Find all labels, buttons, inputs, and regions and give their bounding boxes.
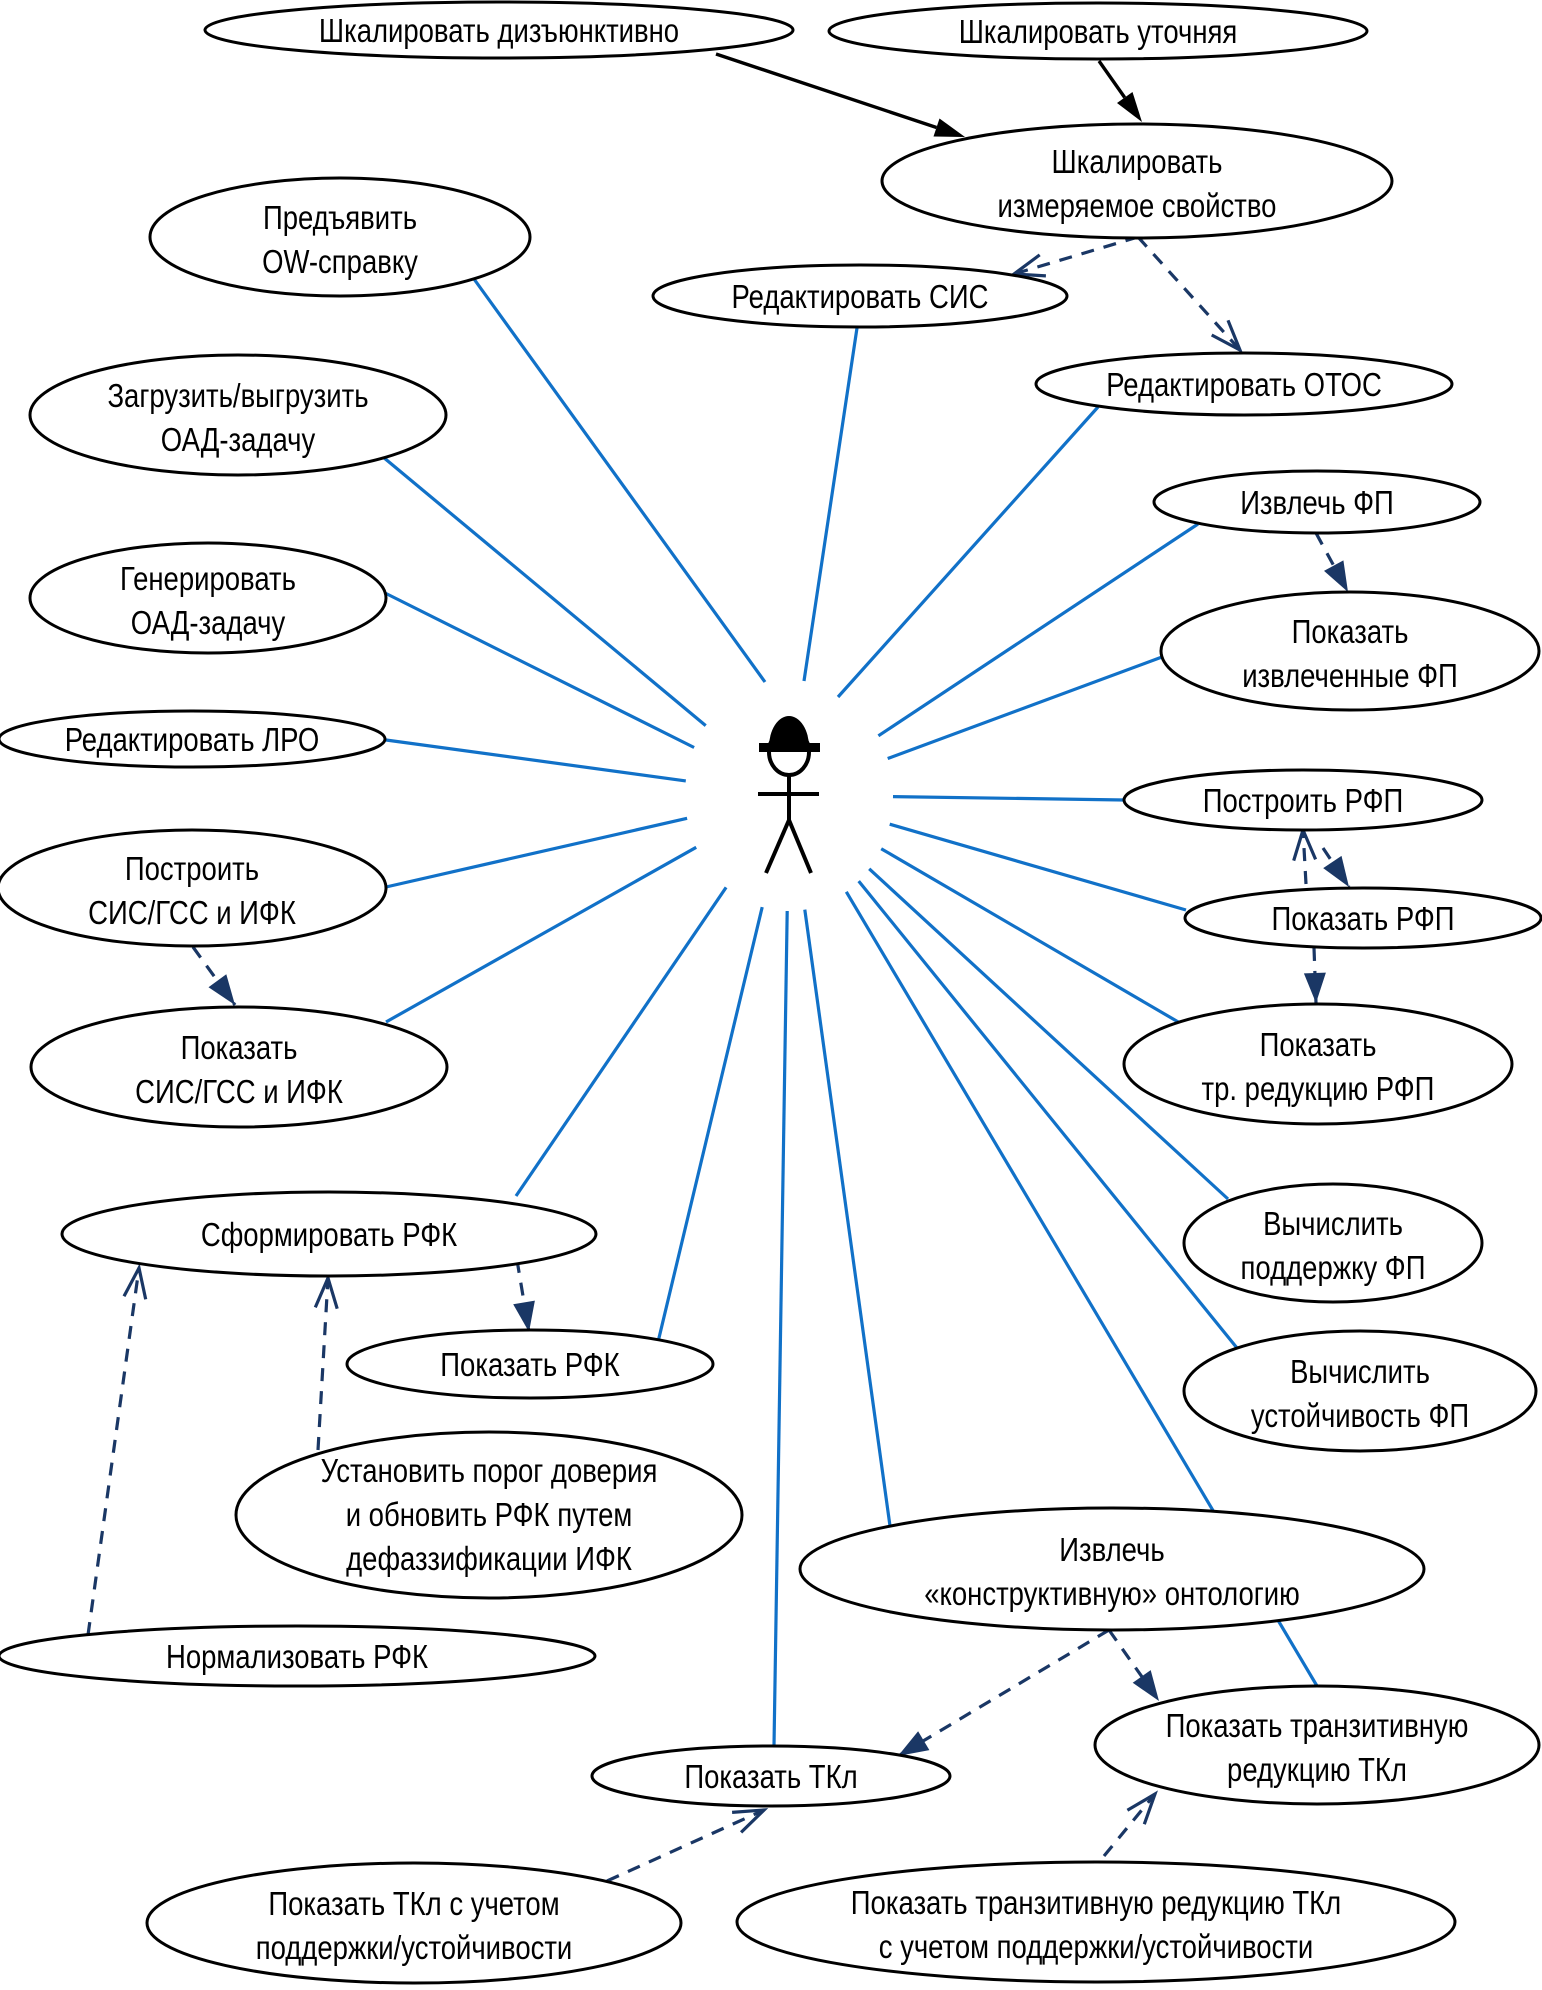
svg-text:Генерировать: Генерировать [120, 561, 296, 598]
svg-text:Шкалировать: Шкалировать [1052, 144, 1223, 181]
svg-text:Шкалировать уточняя: Шкалировать уточняя [959, 14, 1238, 51]
svg-text:с учетом поддержки/устойчивост: с учетом поддержки/устойчивости [879, 1929, 1314, 1966]
svg-text:извлеченные ФП: извлеченные ФП [1242, 658, 1458, 695]
svg-text:Извлечь ФП: Извлечь ФП [1240, 485, 1394, 522]
svg-text:Установить порог доверия: Установить порог доверия [321, 1453, 658, 1490]
svg-text:устойчивость ФП: устойчивость ФП [1251, 1398, 1469, 1435]
svg-text:Показать: Показать [1260, 1027, 1377, 1064]
svg-text:Редактировать ОТОС: Редактировать ОТОС [1106, 367, 1382, 404]
svg-text:СИС/ГСС и ИФК: СИС/ГСС и ИФК [135, 1074, 343, 1111]
svg-text:ОАД-задачу: ОАД-задачу [131, 605, 286, 642]
svg-text:тр. редукцию РФП: тр. редукцию РФП [1202, 1071, 1435, 1108]
svg-text:Сформировать РФК: Сформировать РФК [201, 1217, 458, 1254]
svg-text:Вычислить: Вычислить [1263, 1206, 1403, 1243]
svg-text:Показать: Показать [181, 1030, 298, 1067]
svg-text:Вычислить: Вычислить [1290, 1354, 1430, 1391]
svg-text:редукцию ТКл: редукцию ТКл [1227, 1752, 1407, 1789]
svg-text:Предъявить: Предъявить [263, 200, 417, 237]
svg-text:Редактировать ЛРО: Редактировать ЛРО [65, 722, 320, 759]
svg-text:Показать РФП: Показать РФП [1271, 901, 1454, 938]
svg-text:Построить: Построить [125, 851, 259, 888]
svg-text:Загрузить/выгрузить: Загрузить/выгрузить [107, 378, 368, 415]
svg-text:Шкалировать дизъюнктивно: Шкалировать дизъюнктивно [319, 13, 679, 50]
svg-text:Показать РФК: Показать РФК [440, 1347, 620, 1384]
svg-text:Построить РФП: Построить РФП [1203, 783, 1404, 820]
svg-text:СИС/ГСС и ИФК: СИС/ГСС и ИФК [88, 895, 296, 932]
svg-text:и обновить РФК путем: и обновить РФК путем [346, 1497, 633, 1534]
svg-text:измеряемое свойство: измеряемое свойство [998, 188, 1277, 225]
svg-text:Редактировать СИС: Редактировать СИС [732, 279, 989, 316]
svg-text:«конструктивную» онтологию: «конструктивную» онтологию [924, 1576, 1300, 1613]
svg-text:поддержки/устойчивости: поддержки/устойчивости [256, 1930, 573, 1967]
svg-text:ОАД-задачу: ОАД-задачу [161, 422, 316, 459]
svg-text:дефаззификации ИФК: дефаззификации ИФК [346, 1541, 632, 1578]
svg-text:Показать ТКл: Показать ТКл [684, 1759, 857, 1796]
svg-text:Показать: Показать [1292, 614, 1409, 651]
svg-text:Извлечь: Извлечь [1059, 1532, 1164, 1569]
svg-text:OW-справку: OW-справку [262, 244, 418, 281]
svg-text:Показать транзитивную: Показать транзитивную [1166, 1708, 1469, 1745]
svg-text:Показать транзитивную редукцию: Показать транзитивную редукцию ТКл [851, 1885, 1341, 1922]
svg-text:Показать ТКл с учетом: Показать ТКл с учетом [268, 1886, 559, 1923]
svg-text:Нормализовать РФК: Нормализовать РФК [166, 1639, 428, 1676]
svg-text:поддержку ФП: поддержку ФП [1241, 1250, 1426, 1287]
